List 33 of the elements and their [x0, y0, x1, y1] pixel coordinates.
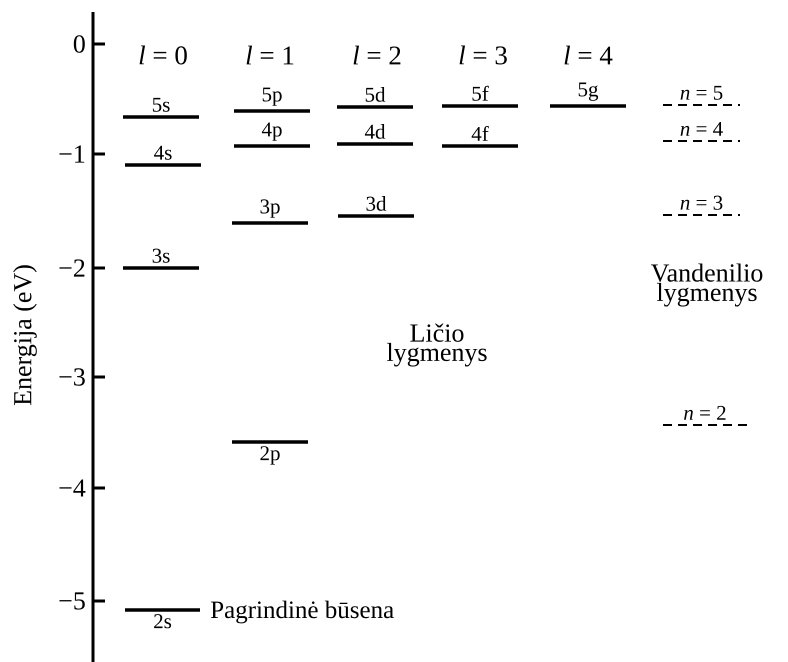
tick-label: −4 [59, 479, 86, 497]
energy-level: 3p [232, 199, 308, 225]
tick-label: −5 [59, 592, 85, 610]
quantum-number-label: l = 2 [354, 46, 400, 64]
quantum-number-label: l = 0 [140, 46, 187, 64]
energy-level: 4d [337, 124, 413, 146]
energy-level: 5p [234, 88, 310, 113]
energy-level: 4f [442, 126, 518, 148]
group-label: Ličio lygmenys [386, 324, 487, 366]
quantum-number-label: l = 1 [246, 46, 294, 64]
energy-level: 4s [125, 146, 201, 167]
hydrogen-level: n = 3 [663, 196, 740, 216]
tick-label: −3 [59, 368, 85, 386]
energy-level: 5f [442, 86, 518, 108]
quantum-number-label: l = 4 [564, 46, 612, 64]
quantum-number-label: l = 3 [460, 46, 507, 64]
energy-level: 5g [550, 82, 626, 108]
axis-title: Energija (eV) [13, 265, 37, 406]
energy-level: 3d [338, 196, 414, 218]
hydrogen-level: n = 4 [663, 122, 740, 142]
energy-level: 2s [125, 608, 200, 628]
energy-level: 3s [123, 248, 199, 270]
energy-level: 2p [232, 440, 308, 465]
energy-level: 5s [123, 98, 199, 119]
tick-label: −2 [59, 259, 84, 277]
hydrogen-level: n = 2 [663, 406, 747, 426]
energy-level: 5d [337, 87, 413, 109]
group-label: Vandenilio lygmenys [650, 263, 762, 307]
hydrogen-level: n = 5 [663, 86, 740, 106]
tick-label: 0 [74, 35, 85, 53]
energy-level: 4p [234, 122, 310, 148]
tick-label: −1 [59, 145, 84, 163]
state-label: Pagrindinė būsena [210, 600, 394, 624]
